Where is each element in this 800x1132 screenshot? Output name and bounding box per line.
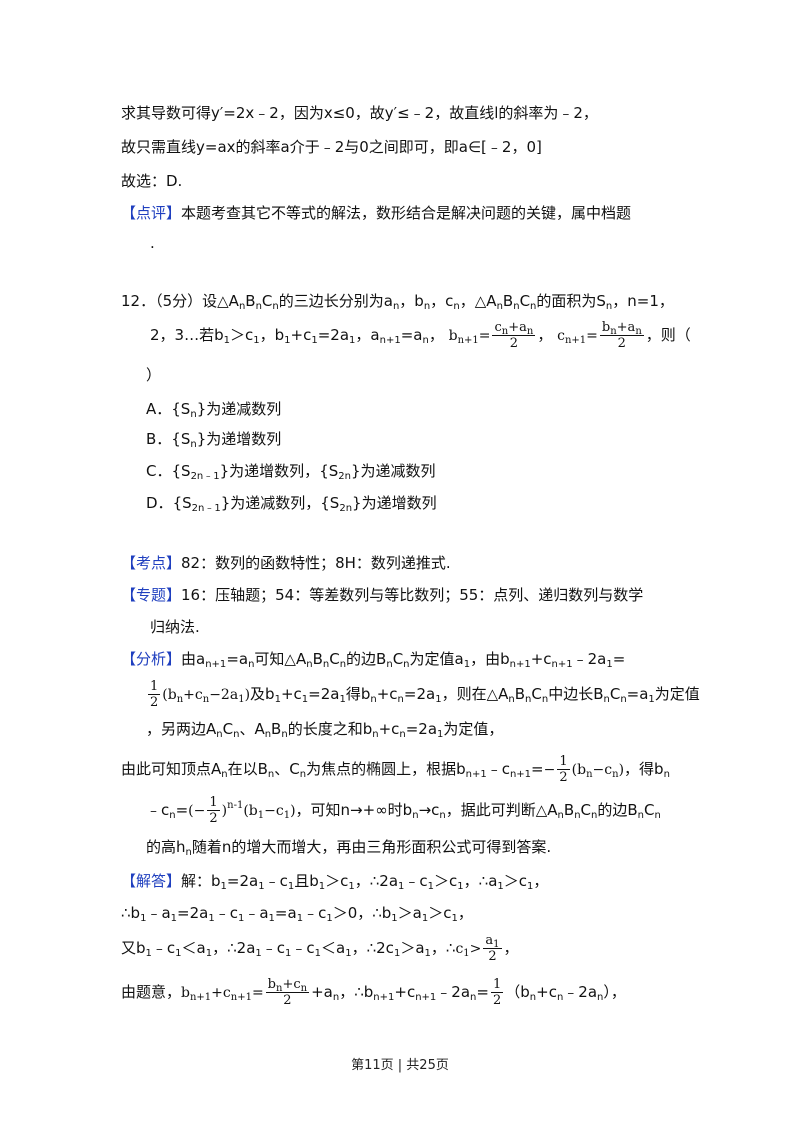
kaodian-line: 【考点】82：数列的函数特性；8H：数列递推式. <box>121 552 451 574</box>
q12-head: 12．（5分）设△A <box>121 292 239 310</box>
q12-paren: ） <box>146 366 162 384</box>
comment-text: 本题考查其它不等式的解法，数形结合是解决问题的关键，属中档题 <box>181 204 632 222</box>
q12-tail: ，则（ <box>645 326 691 344</box>
zhuanti-line-2: 归纳法. <box>150 618 200 636</box>
fenxi-line-6: 的高hn随着n的增大而增大，再由三角形面积公式可得到答案. <box>146 838 552 858</box>
kaodian-tag: 【考点】 <box>121 554 182 572</box>
prev-line-3: 故选：D. <box>121 172 183 190</box>
jieda-tag: 【解答】 <box>121 872 182 890</box>
prev-line-1: 求其导数可得y′=2x﹣2，因为x≤0，故y′≤﹣2，故直线l的斜率为﹣2， <box>121 104 598 122</box>
comment-tag: 【点评】 <box>121 204 182 222</box>
option-d: D．{S2n﹣1}为递减数列，{S2n}为递增数列 <box>146 494 437 514</box>
jieda-line-1: 【解答】解：b1=2a1﹣c1且b1＞c1，∴2a1﹣c1＞c1，∴a1＞c1， <box>121 872 549 892</box>
option-b: B．{Sn}为递增数列 <box>146 430 282 450</box>
comment-end: . <box>150 234 155 252</box>
option-c: C．{S2n﹣1}为递增数列，{S2n}为递减数列 <box>146 462 436 482</box>
fenxi-tag: 【分析】 <box>121 650 182 668</box>
zhuanti-tag: 【专题】 <box>121 586 182 604</box>
fenxi-line-3: ，另两边AnCn、AnBn的长度之和bn+cn=2a1为定值， <box>146 720 504 740</box>
jieda-line-2: ∴b1﹣a1=2a1﹣c1﹣a1=a1﹣c1＞0，∴b1＞a1＞c1， <box>121 904 473 924</box>
page-footer: 第11页 | 共25页 <box>351 1058 449 1073</box>
prev-line-2: 故只需直线y=ax的斜率a介于﹣2与0之间即可，即a∈[﹣2，0] <box>121 138 542 156</box>
q12-line-1: 12．（5分）设△AnBnCn的三边长分别为an，bn，cn，△AnBnCn的面… <box>121 292 674 312</box>
q12-line-2: 2，3…若b1＞c1，b1+c1=2a1，an+1=an， bn+1=cn+an… <box>150 320 691 351</box>
comment-line: 【点评】本题考查其它不等式的解法，数形结合是解决问题的关键，属中档题 <box>121 202 631 224</box>
zhuanti-line: 【专题】16：压轴题；54：等差数列与等比数列；55：点列、递归数列与数学 <box>121 584 643 606</box>
zhuanti-text: 16：压轴题；54：等差数列与等比数列；55：点列、递归数列与数学 <box>181 586 644 604</box>
option-a: A．{Sn}为递减数列 <box>146 400 282 420</box>
fenxi-line-1: 【分析】由an+1=an可知△AnBnCn的边BnCn为定值a1，由bn+1+c… <box>121 650 626 670</box>
kaodian-text: 82：数列的函数特性；8H：数列递推式. <box>181 554 451 572</box>
